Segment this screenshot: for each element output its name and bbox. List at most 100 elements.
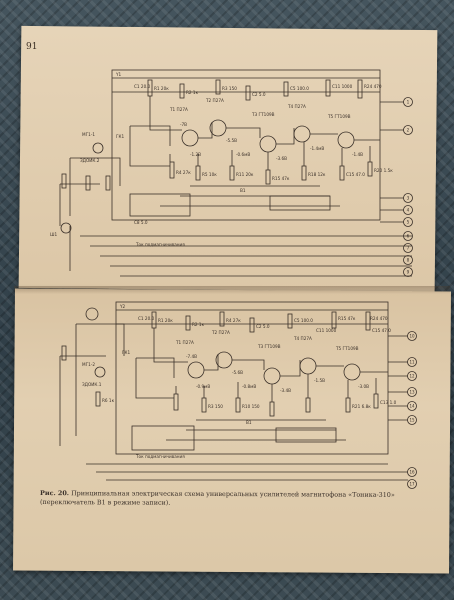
svg-text:R6 1к: R6 1к: [102, 398, 115, 403]
caption-label: Рис. 20.: [40, 489, 70, 498]
svg-text:R11 20к: R11 20к: [236, 172, 254, 177]
svg-text:R24 470: R24 470: [370, 316, 388, 321]
terminal-14: 14: [409, 404, 415, 409]
svg-text:B1: B1: [246, 420, 252, 425]
svg-text:R21 6.8к: R21 6.8к: [352, 404, 371, 409]
svg-text:C1 20.0: C1 20.0: [138, 316, 155, 321]
transistor-t3-bottom: [263, 367, 281, 385]
svg-text:C11 1000: C11 1000: [332, 84, 353, 89]
svg-text:ГК1: ГК1: [122, 350, 131, 355]
terminal-2: 2: [407, 128, 410, 133]
svg-text:B1: B1: [240, 188, 246, 193]
head-mg1-2: [85, 307, 99, 321]
amp-frame-bottom: [115, 301, 389, 455]
svg-text:Ш1: Ш1: [50, 232, 57, 237]
svg-text:C13 1.0: C13 1.0: [380, 400, 397, 405]
terminal-17: 17: [409, 482, 415, 487]
svg-text:-5.6В: -5.6В: [232, 370, 243, 375]
terminal-5: 5: [407, 220, 410, 225]
svg-text:R10 150: R10 150: [242, 404, 260, 409]
svg-text:-1.4В: -1.4В: [352, 152, 363, 157]
svg-text:Ток подмагничивания: Ток подмагничивания: [135, 454, 185, 459]
svg-text:T5 ГТ109В: T5 ГТ109В: [335, 346, 359, 351]
terminal-3: 3: [407, 196, 410, 201]
svg-text:R5 10к: R5 10к: [202, 172, 217, 177]
figure-caption: Рис. 20. Принципиальная электрическая сх…: [40, 489, 412, 509]
transistor-t1: [181, 129, 199, 147]
terminal-7: 7: [407, 246, 410, 251]
svg-text:-0.8мВ: -0.8мВ: [242, 384, 256, 389]
svg-text:ЗДОИК.2: ЗДОИК.2: [80, 158, 100, 163]
svg-text:-1.4мВ: -1.4мВ: [310, 146, 324, 151]
svg-text:R3 150: R3 150: [208, 404, 223, 409]
svg-text:-3.0В: -3.0В: [358, 384, 369, 389]
svg-text:T1 П27А: T1 П27А: [169, 107, 188, 112]
svg-text:-3.4В: -3.4В: [280, 388, 291, 393]
svg-text:C2 5.0: C2 5.0: [252, 92, 266, 97]
svg-text:-5.5В: -5.5В: [226, 138, 237, 143]
terminal-13: 13: [409, 390, 415, 395]
terminal-12: 12: [409, 374, 415, 379]
terminal-6: 6: [407, 234, 410, 239]
svg-text:R15 47к: R15 47к: [338, 316, 356, 321]
connector-sh1: [60, 222, 72, 234]
transistor-t4-bottom: [299, 357, 317, 375]
svg-text:T5 ГТ109В: T5 ГТ109В: [327, 114, 351, 119]
transistor-t5-bottom: [343, 363, 361, 381]
transistor-t1-bottom: [187, 361, 205, 379]
switch-b1-block-bottom: [131, 425, 195, 451]
head-mg1-1: [92, 142, 104, 154]
terminal-11: 11: [409, 360, 415, 365]
transistor-t4: [293, 125, 311, 143]
svg-text:C15 47.0: C15 47.0: [346, 172, 365, 177]
schematic-bottom-title: Y2: [119, 304, 126, 309]
svg-text:R2 1к: R2 1к: [186, 90, 199, 95]
terminal-1: 1: [407, 100, 410, 105]
switch-b1-block: [129, 193, 191, 217]
schematic-top-title: Y1: [115, 72, 122, 77]
svg-text:R18 12к: R18 12к: [308, 172, 326, 177]
svg-text:-0.6мВ: -0.6мВ: [236, 152, 250, 157]
svg-text:Ток подмагничивания: Ток подмагничивания: [135, 242, 185, 247]
svg-text:R2 1к: R2 1к: [192, 322, 205, 327]
svg-text:R24 470: R24 470: [364, 84, 382, 89]
transistor-t5: [337, 131, 355, 149]
terminal-16: 16: [409, 470, 415, 475]
page-fold-shadow: [14, 286, 450, 294]
svg-text:R1 20к: R1 20к: [154, 86, 169, 91]
svg-text:T1 П27А: T1 П27А: [175, 340, 194, 345]
svg-text:ЗДОИК.1: ЗДОИК.1: [82, 382, 102, 387]
svg-text:C8 5.0: C8 5.0: [134, 220, 148, 225]
page-number: 91: [26, 42, 38, 52]
svg-text:C11 1000: C11 1000: [316, 328, 337, 333]
svg-text:C5 100.0: C5 100.0: [294, 318, 313, 323]
svg-text:-1.2В: -1.2В: [190, 152, 201, 157]
svg-text:-1.5В: -1.5В: [314, 378, 325, 383]
amp-frame: [111, 69, 381, 221]
terminal-4: 4: [407, 208, 410, 213]
svg-text:-7В: -7В: [180, 122, 187, 127]
terminal-9: 9: [407, 270, 410, 275]
svg-text:-3.6В: -3.6В: [276, 156, 287, 161]
svg-text:T2 П27А: T2 П27А: [205, 98, 224, 103]
svg-text:-0.9мВ: -0.9мВ: [196, 384, 210, 389]
svg-text:C5 100.0: C5 100.0: [290, 86, 309, 91]
schematic-top: Y1 T1 П27А T2 П27А T3 ГТ109В T4 П27А T5 …: [50, 69, 413, 277]
svg-text:ГК1: ГК1: [116, 134, 125, 139]
transistor-t3: [259, 135, 277, 153]
schematic-bottom: Y2 T1 П27А T2 П27А T3 ГТ109В T4 П27А T5 …: [59, 301, 417, 489]
svg-text:R4 27к: R4 27к: [176, 170, 191, 175]
svg-text:T4 П27А: T4 П27А: [293, 336, 312, 341]
svg-text:МГ1-2: МГ1-2: [82, 362, 95, 367]
caption-text: Принципиальная электрическая схема униве…: [39, 489, 395, 507]
svg-text:C1 20.0: C1 20.0: [134, 84, 151, 89]
terminal-15: 15: [409, 418, 415, 423]
svg-text:R20 1.5к: R20 1.5к: [374, 168, 393, 173]
terminal-8: 8: [407, 258, 410, 263]
svg-text:-7.4В: -7.4В: [186, 354, 197, 359]
svg-text:R1 20к: R1 20к: [158, 318, 173, 323]
svg-text:C15 47.0: C15 47.0: [372, 328, 391, 333]
svg-text:T4 П27А: T4 П27А: [287, 104, 306, 109]
svg-text:R4 27к: R4 27к: [226, 318, 241, 323]
svg-text:C2 5.0: C2 5.0: [256, 324, 270, 329]
